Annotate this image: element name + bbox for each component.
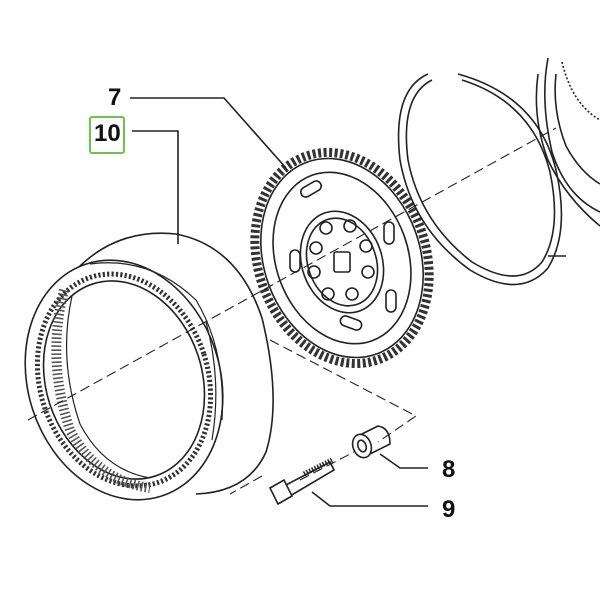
callout-label-7[interactable]: 7	[108, 84, 122, 111]
centerline	[27, 127, 557, 495]
callout-label-8[interactable]: 8	[442, 456, 456, 483]
callout-highlight-box	[89, 116, 125, 154]
leader-lines	[130, 97, 566, 507]
bushing-icon	[351, 425, 391, 459]
ring-gear-icon	[24, 232, 274, 501]
callout-label-10[interactable]: 10	[94, 120, 121, 147]
snap-ring-icon	[397, 73, 563, 286]
callout-label-9[interactable]: 9	[442, 496, 456, 523]
housing-icon	[535, 57, 600, 227]
bolt-icon	[268, 457, 336, 506]
